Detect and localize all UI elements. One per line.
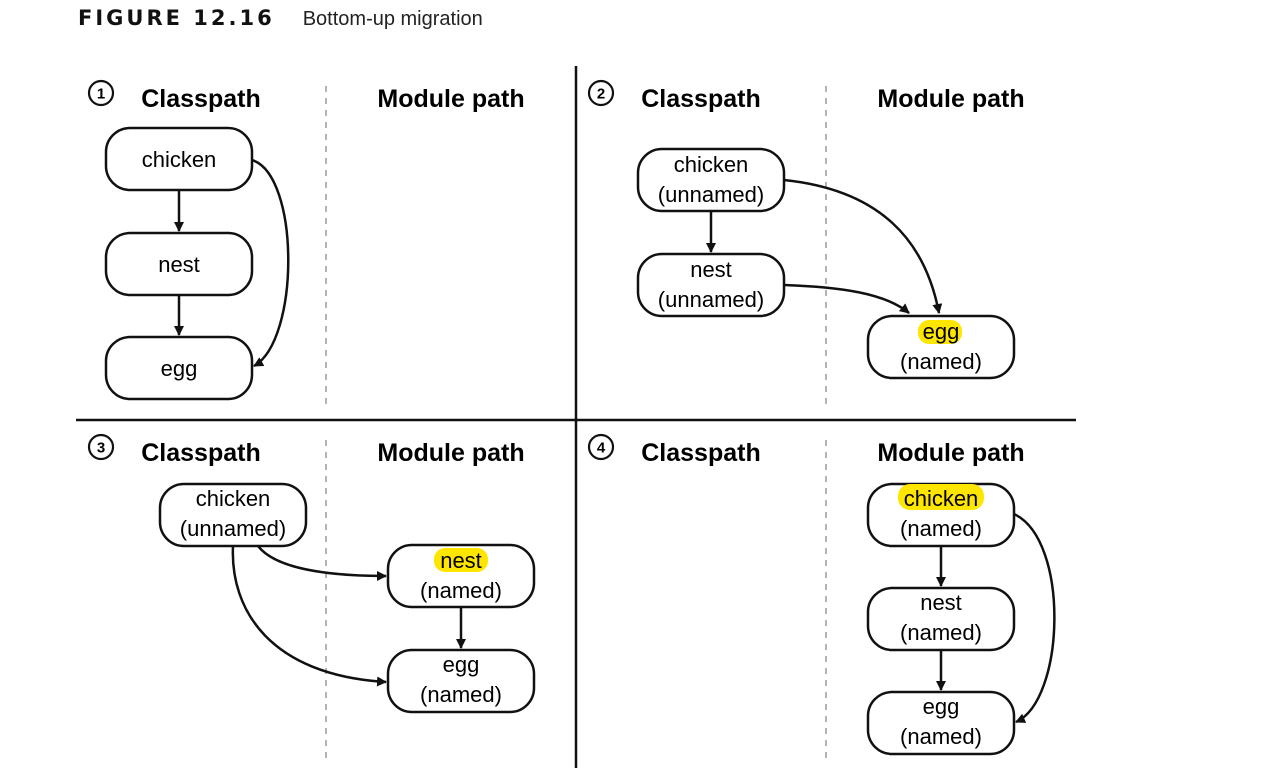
node-label: nest	[440, 548, 482, 573]
node-status: (named)	[420, 682, 502, 707]
node-label: nest	[690, 257, 732, 282]
figure-caption: Bottom-up migration	[302, 8, 483, 30]
node-label: nest	[158, 252, 200, 277]
node-label: egg	[443, 652, 480, 677]
module-node-egg	[866, 314, 1016, 380]
dependency-arrow-chicken-egg	[783, 178, 943, 314]
highlight-marker	[898, 484, 984, 510]
dependency-arrow-chicken-egg	[1013, 512, 1056, 724]
node-status: (named)	[420, 578, 502, 603]
node-status: (unnamed)	[180, 516, 286, 541]
module-node-egg	[386, 648, 536, 714]
step-number: 1	[97, 86, 105, 103]
step-number: 2	[597, 86, 605, 103]
node-status: (unnamed)	[658, 287, 764, 312]
dependency-arrow-nest-egg	[783, 283, 910, 314]
dependency-arrow-chicken-egg	[251, 158, 290, 368]
node-label: egg	[161, 356, 198, 381]
module-path-title: Module path	[877, 85, 1024, 113]
node-status: (unnamed)	[658, 182, 764, 207]
figure-label: FIGURE 12.16	[78, 6, 275, 30]
node-label: egg	[923, 319, 960, 344]
node-label: egg	[923, 694, 960, 719]
highlight-marker	[918, 320, 962, 344]
step-number: 3	[97, 440, 105, 457]
dependency-arrow-chicken-nest	[257, 545, 387, 581]
highlight-marker	[434, 548, 488, 572]
node-label: nest	[920, 590, 962, 615]
node-status: (named)	[900, 349, 982, 374]
module-node-egg	[866, 690, 1016, 756]
classpath-title: Classpath	[641, 439, 760, 467]
module-path-title: Module path	[377, 439, 524, 467]
classpath-title: Classpath	[141, 439, 260, 467]
quadrant-1: 1 Classpath Module path chicken nest egg	[87, 79, 525, 401]
quadrant-3: 3 Classpath Module path chicken (unnamed…	[87, 433, 536, 714]
node-label: chicken	[142, 147, 217, 172]
node-status: (named)	[900, 516, 982, 541]
module-node-egg	[104, 335, 254, 401]
quadrant-2: 2 Classpath Module path chicken (unnamed…	[587, 79, 1025, 380]
step-number-badge	[587, 433, 615, 461]
dependency-arrow-chicken-egg	[231, 545, 387, 687]
classpath-title: Classpath	[141, 85, 260, 113]
node-label: chicken	[674, 152, 749, 177]
step-number: 4	[597, 440, 606, 457]
step-number-badge	[87, 433, 115, 461]
node-label: chicken	[904, 486, 979, 511]
quadrant-4: 4 Classpath Module path chicken (named) …	[587, 433, 1056, 756]
classpath-title: Classpath	[641, 85, 760, 113]
step-number-badge	[87, 79, 115, 107]
node-label: chicken	[196, 486, 271, 511]
figure-header: FIGURE 12.16 Bottom-up migration	[78, 6, 483, 36]
node-status: (named)	[900, 620, 982, 645]
module-path-title: Module path	[877, 439, 1024, 467]
node-status: (named)	[900, 724, 982, 749]
module-path-title: Module path	[377, 85, 524, 113]
step-number-badge	[587, 79, 615, 107]
